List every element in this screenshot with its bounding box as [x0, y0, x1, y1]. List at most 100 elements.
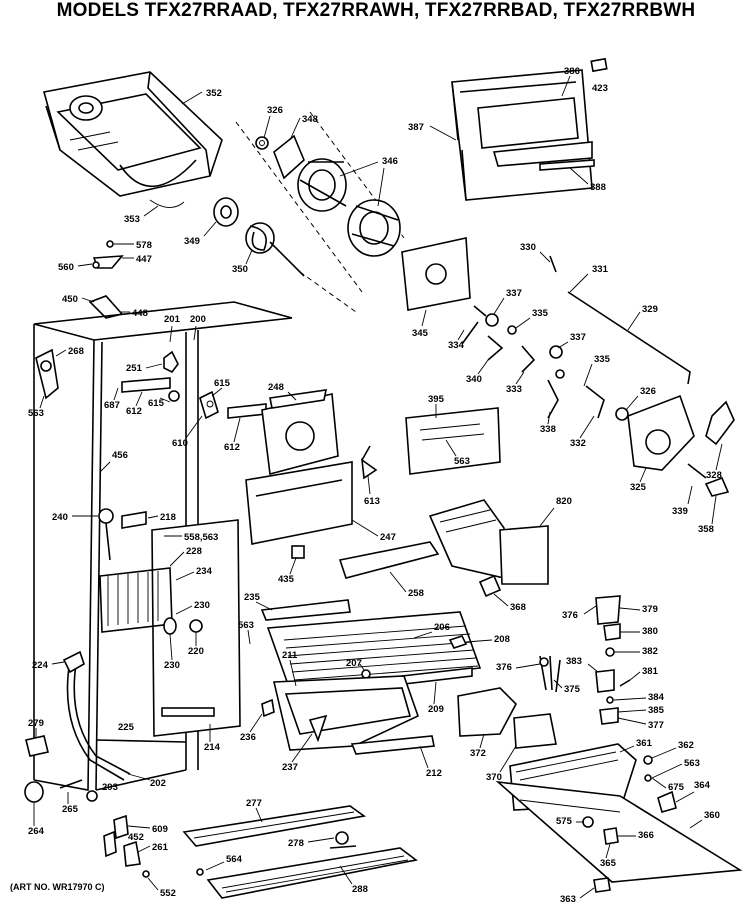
part-labels: 352 326 348 346 353 349 350 386 423 387 … [28, 66, 723, 905]
auger-motor-325 [627, 394, 735, 497]
label-326: 326 [267, 105, 283, 116]
compressor-cover [457, 687, 557, 749]
label-558-563: 558,563 [184, 532, 218, 543]
label-337: 337 [570, 332, 586, 343]
label-330: 330 [520, 242, 536, 253]
dispenser-mechanism [401, 237, 691, 421]
label-334: 334 [448, 340, 465, 351]
label-211: 211 [282, 650, 298, 661]
label-337: 337 [506, 288, 522, 299]
label-325: 325 [630, 482, 647, 493]
base-pan-360 [495, 743, 743, 893]
label-435: 435 [278, 574, 295, 585]
label-335: 335 [594, 354, 611, 365]
diagram-title: MODELS TFX27RRAAD, TFX27RRAWH, TFX27RRBA… [56, 0, 696, 21]
label-370: 370 [486, 772, 502, 783]
bottom-left-parts [24, 779, 150, 878]
label-339: 339 [672, 506, 688, 517]
label-288: 288 [352, 884, 368, 895]
tubing-and-brackets [25, 650, 187, 781]
label-612: 612 [224, 442, 240, 453]
label-383: 383 [566, 656, 582, 667]
label-578: 578 [136, 240, 152, 251]
label-230: 230 [164, 660, 180, 671]
label-349: 349 [184, 236, 200, 247]
label-452: 452 [128, 832, 144, 843]
label-364: 364 [694, 780, 711, 791]
label-379: 379 [642, 604, 658, 615]
label-225: 225 [118, 722, 135, 733]
label-265: 265 [62, 804, 79, 815]
storage-pan [261, 675, 435, 755]
label-375: 375 [564, 684, 581, 695]
label-329: 329 [642, 304, 658, 315]
label-200: 200 [190, 314, 206, 325]
label-358: 358 [698, 524, 714, 535]
label-575: 575 [556, 816, 573, 827]
label-352: 352 [206, 88, 222, 99]
label-615: 615 [214, 378, 231, 389]
label-820: 820 [556, 496, 572, 507]
label-563: 563 [454, 456, 470, 467]
label-279: 279 [28, 718, 44, 729]
label-264: 264 [28, 826, 45, 837]
label-552: 552 [160, 888, 176, 899]
label-563: 563 [28, 408, 44, 419]
label-201: 201 [164, 314, 181, 325]
evaporator-components [98, 508, 241, 737]
label-448: 448 [132, 308, 148, 319]
ice-bucket-352 [42, 71, 223, 197]
label-372: 372 [470, 748, 486, 759]
label-362: 362 [678, 740, 694, 751]
label-377: 377 [648, 720, 664, 731]
label-228: 228 [186, 546, 202, 557]
label-456: 456 [112, 450, 128, 461]
label-214: 214 [204, 742, 221, 753]
label-450: 450 [62, 294, 78, 305]
label-212: 212 [426, 768, 442, 779]
label-332: 332 [570, 438, 586, 449]
label-380: 380 [642, 626, 658, 637]
label-609: 609 [152, 824, 168, 835]
label-338: 338 [540, 424, 556, 435]
label-206: 206 [434, 622, 450, 633]
art-number: (ART NO. WR17970 C) [10, 882, 105, 892]
small-fasteners-left-top [88, 240, 124, 319]
label-237: 237 [282, 762, 298, 773]
label-247: 247 [380, 532, 396, 543]
control-board-395 [405, 407, 501, 475]
label-353: 353 [124, 214, 140, 225]
label-268: 268 [68, 346, 84, 357]
label-278: 278 [288, 838, 304, 849]
label-335: 335 [532, 308, 549, 319]
label-395: 395 [428, 394, 445, 405]
label-248: 248 [268, 382, 284, 393]
label-218: 218 [160, 512, 176, 523]
label-258: 258 [408, 588, 424, 599]
label-366: 366 [638, 830, 654, 841]
label-387: 387 [408, 122, 424, 133]
label-564: 564 [226, 854, 243, 865]
label-234: 234 [196, 566, 213, 577]
label-687: 687 [104, 400, 120, 411]
label-615: 615 [148, 398, 165, 409]
label-376: 376 [562, 610, 578, 621]
label-220: 220 [188, 646, 204, 657]
label-348: 348 [302, 114, 318, 125]
label-251: 251 [126, 363, 143, 374]
label-361: 361 [636, 738, 653, 749]
kickplate-grille [182, 805, 418, 899]
label-208: 208 [494, 634, 510, 645]
label-331: 331 [592, 264, 609, 275]
label-236: 236 [240, 732, 256, 743]
label-675: 675 [668, 782, 685, 793]
label-350: 350 [232, 264, 248, 275]
label-386: 386 [564, 66, 580, 77]
label-326: 326 [640, 386, 656, 397]
label-346: 346 [382, 156, 398, 167]
label-224: 224 [32, 660, 49, 671]
label-368: 368 [510, 602, 526, 613]
icemaker-820 [428, 499, 549, 598]
label-381: 381 [642, 666, 659, 677]
